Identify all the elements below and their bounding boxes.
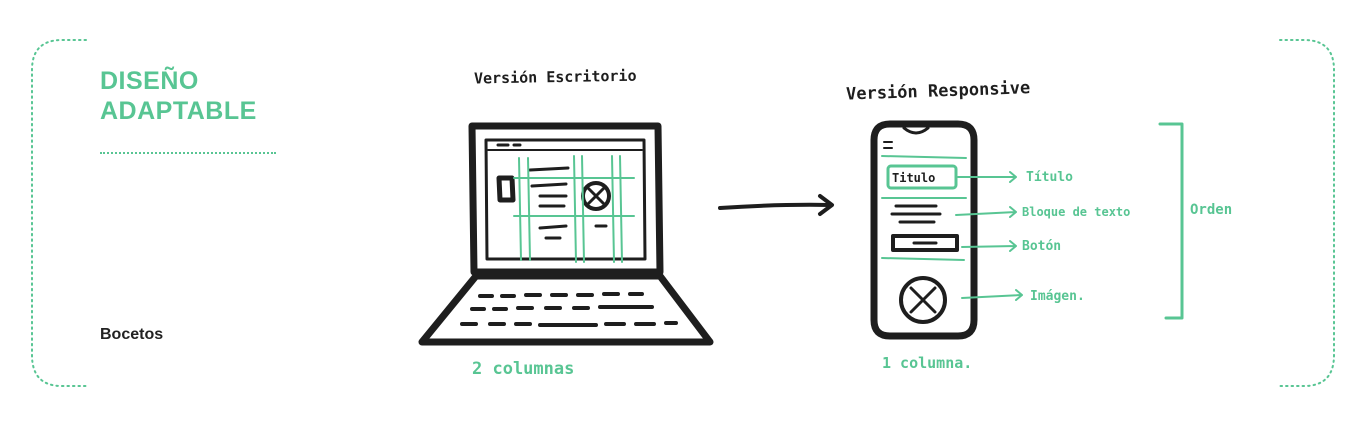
annotation-button: Botón <box>1022 239 1061 254</box>
mobile-heading: Versión Responsive <box>846 78 1031 104</box>
arrow-icon <box>718 194 834 216</box>
annotation-text-block: Bloque de texto <box>1022 205 1130 219</box>
annotation-image: Imágen. <box>1030 289 1085 304</box>
mobile-grid-guides <box>881 155 967 261</box>
order-bracket <box>1158 122 1184 320</box>
title-divider <box>100 152 276 154</box>
mobile-columns-label: 1 columna. <box>882 354 972 372</box>
page-title: DISEÑO ADAPTABLE <box>100 66 257 126</box>
annotation-arrows <box>955 171 1023 301</box>
phone-sketch <box>870 120 978 340</box>
title-line-2: ADAPTABLE <box>100 97 257 125</box>
mobile-screen-title: Titulo <box>892 171 935 185</box>
desktop-grid-guides <box>513 155 635 263</box>
order-label: Orden <box>1190 202 1232 218</box>
annotation-title: Título <box>1026 170 1073 185</box>
title-line-1: DISEÑO <box>100 67 199 95</box>
annotation-labels: Título Bloque de texto Botón Imágen. <box>1022 170 1130 304</box>
laptop-sketch <box>418 122 714 346</box>
desktop-columns-label: 2 columnas <box>472 359 574 379</box>
desktop-heading: Versión Escritorio <box>474 67 637 88</box>
caption: Bocetos <box>100 326 164 343</box>
